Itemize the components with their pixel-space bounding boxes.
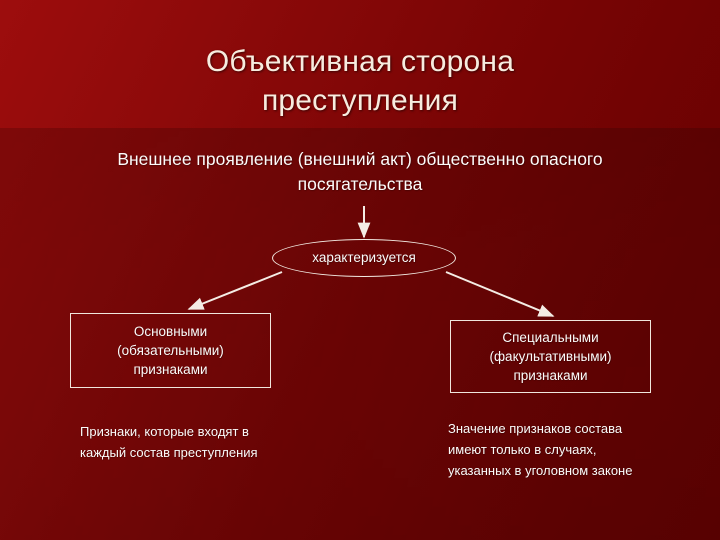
page-title-line-1: Объективная сторона [205,45,515,79]
category-special-line-3: признаками [513,368,588,383]
connector-ellipse: характеризуется [272,239,456,277]
category-basic-line-3: признаками [133,362,208,377]
category-special-line-1: Специальными [502,330,599,345]
category-special-line-2: (факультативными) [489,349,612,364]
page-title-line-2: преступления [261,84,459,118]
category-basic-line-1: Основными [133,324,208,339]
category-box-basic: Основными (обязательными) признаками [70,313,271,388]
connector-ellipse-label: характеризуется [312,250,416,266]
note-special: Значение признаков состава имеют только … [448,421,633,478]
note-basic: Признаки, которые входят в каждый состав… [80,424,258,460]
slide-subtitle: Внешнее проявление (внешний акт) обществ… [117,149,603,194]
category-box-special: Специальными (факультативными) признакам… [450,320,651,393]
page-title: Объективная сторона преступления [60,42,660,120]
category-basic-line-2: (обязательными) [117,343,224,358]
